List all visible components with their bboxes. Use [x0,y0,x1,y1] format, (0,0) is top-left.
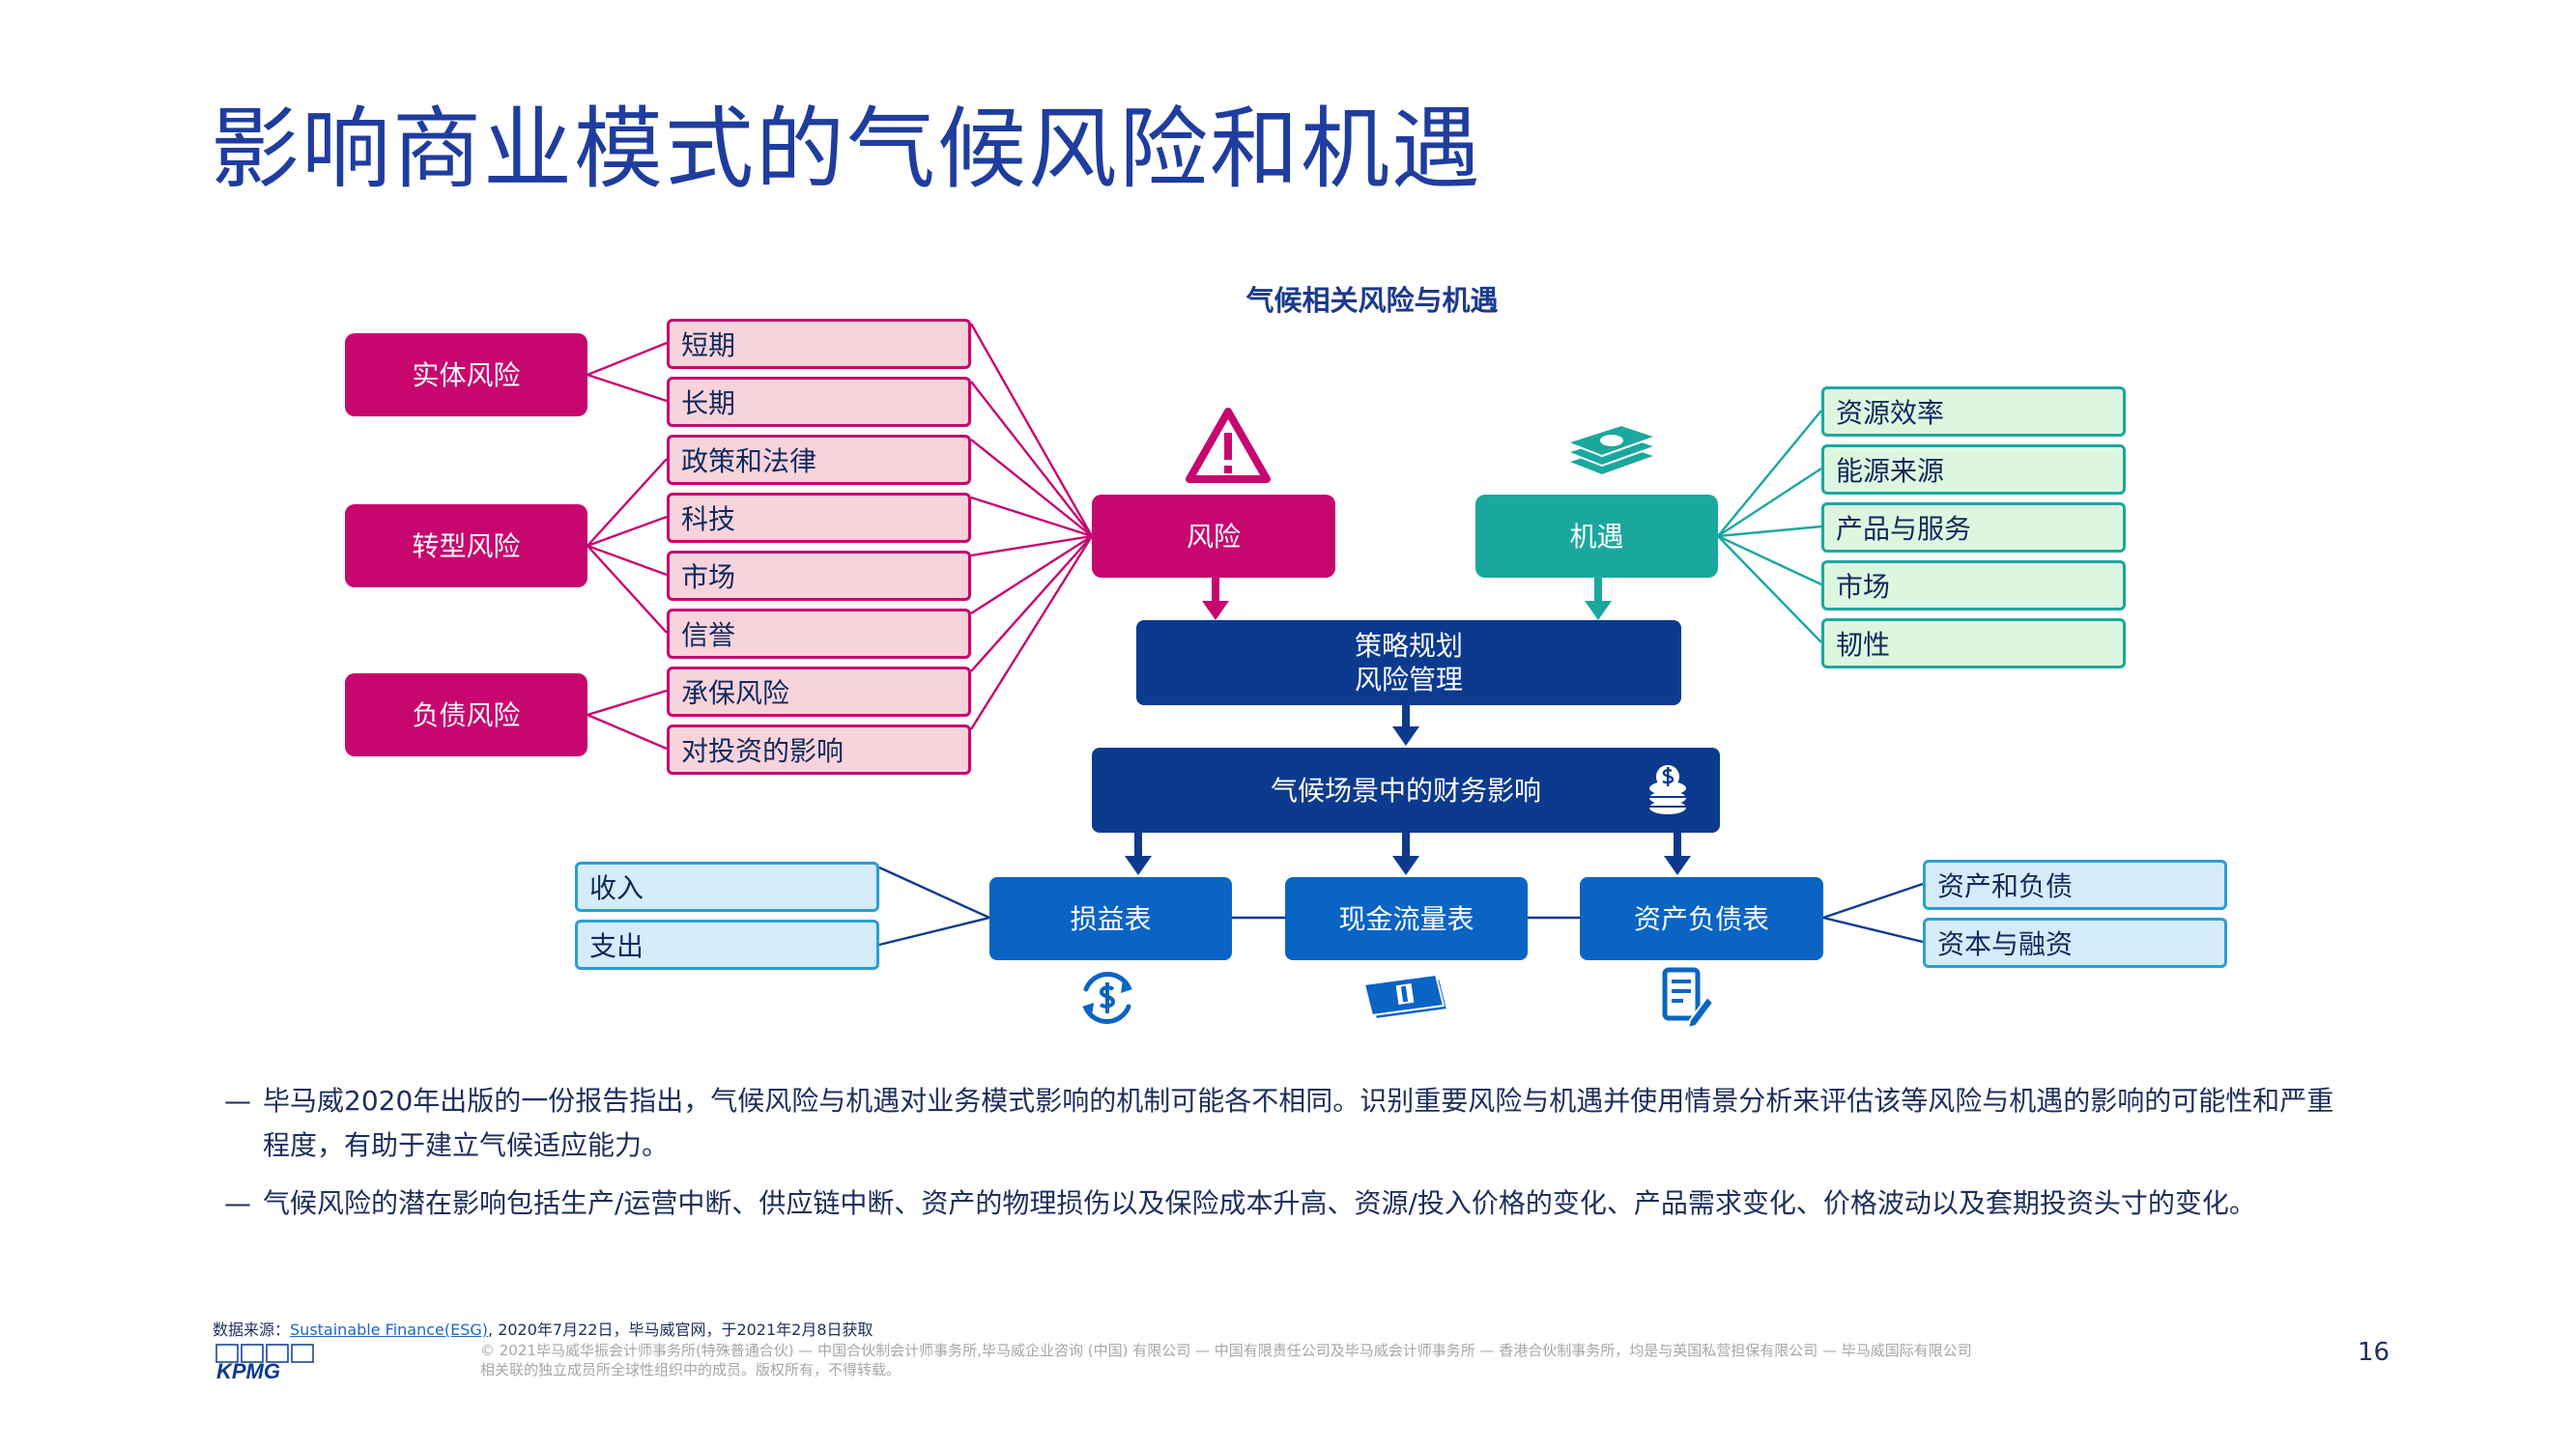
source-prefix: 数据来源： [213,1321,291,1339]
bullet-item: — 气候风险的潜在影响包括生产/运营中断、供应链中断、资产的物理损伤以及保险成本… [224,1181,2350,1226]
banknotes-icon [1362,973,1449,1021]
kpmg-logo: KPMG [215,1344,314,1381]
risk-item-market: 市场 [667,551,971,601]
dollar-cycle-icon [1082,972,1132,1024]
bullet-text: 毕马威2020年出版的一份报告指出，气候风险与机遇对业务模式影响的机制可能各不相… [263,1085,2334,1161]
opportunity-item-energy-source: 能源来源 [1821,444,2126,495]
cash-flow-statement-box: 现金流量表 [1285,877,1528,960]
source-suffix: , 2020年7月22日，毕马威官网，于2021年2月8日获取 [488,1321,873,1339]
financial-impact-box: 气候场景中的财务影响 [1092,748,1720,833]
balance-item-capital-financing: 资本与融资 [1923,918,2227,968]
risk-item-underwriting: 承保风险 [667,667,971,717]
strategy-label: 策略规划 [1354,630,1463,662]
balance-item-assets-liabilities: 资产和负债 [1923,860,2227,910]
income-item-expenses: 支出 [575,920,879,970]
income-item-revenue: 收入 [575,862,879,912]
diagram-title: 气候相关风险与机遇 [1245,284,1499,317]
source-note: 数据来源：Sustainable Finance(ESG), 2020年7月22… [213,1317,873,1340]
opportunity-item-market: 市场 [1821,560,2126,611]
risk-item-short-term: 短期 [667,319,971,369]
strategy-risk-management-box: 策略规划 风险管理 [1136,620,1681,705]
warning-icon [1186,408,1271,483]
bullet-text: 气候风险的潜在影响包括生产/运营中断、供应链中断、资产的物理损伤以及保险成本升高… [263,1187,2256,1219]
bullet-dash: — [224,1187,251,1219]
opportunity-hub: 机遇 [1475,495,1718,578]
coin-stack-icon [1649,765,1686,814]
balance-sheet-box: 资产负债表 [1580,877,1823,960]
document-edit-icon [1662,967,1713,1030]
money-stack-icon [1564,423,1660,477]
opportunity-item-products-services: 产品与服务 [1821,502,2126,553]
bullet-item: — 毕马威2020年出版的一份报告指出，气候风险与机遇对业务模式影响的机制可能各… [224,1079,2350,1168]
logo-text: KPMG [216,1359,280,1381]
copyright-line: 相关联的独立成员所全球性组织中的成员。版权所有，不得转载。 [480,1361,902,1378]
copyright-note: © 2021毕马威华振会计师事务所(特殊普通合伙) — 中国合伙制会计师事务所,… [480,1341,2181,1379]
income-statement-box: 损益表 [989,877,1232,960]
risk-hub: 风险 [1092,495,1335,578]
risk-item-technology: 科技 [667,493,971,543]
connector-lines [587,323,1924,947]
risk-item-reputation: 信誉 [667,609,971,659]
risk-item-long-term: 长期 [667,377,971,427]
risk-category-physical: 实体风险 [345,333,587,416]
page-title: 影响商业模式的气候风险和机遇 [211,98,1483,201]
bullet-dash: — [224,1085,251,1117]
risk-category-liability: 负债风险 [345,673,587,756]
opportunity-item-resource-efficiency: 资源效率 [1821,386,2126,437]
risk-item-investment-impact: 对投资的影响 [667,724,971,775]
page-number: 16 [2358,1338,2390,1367]
financial-impact-label: 气候场景中的财务影响 [1270,774,1541,807]
opportunity-item-resilience: 韧性 [1821,618,2126,668]
source-link[interactable]: Sustainable Finance(ESG) [290,1321,489,1339]
risk-management-label: 风险管理 [1354,664,1463,696]
copyright-line: © 2021毕马威华振会计师事务所(特殊普通合伙) — 中国合伙制会计师事务所,… [480,1342,1972,1359]
risk-category-transition: 转型风险 [345,504,587,587]
risk-item-policy-legal: 政策和法律 [667,435,971,485]
